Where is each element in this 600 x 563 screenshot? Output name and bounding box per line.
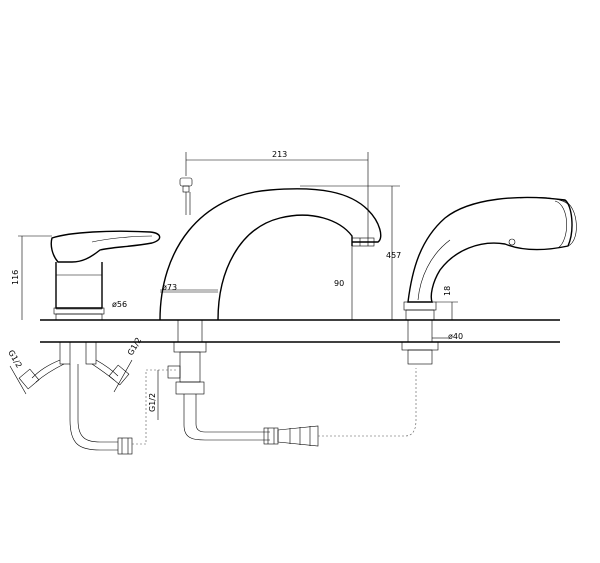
spout-height-label: 90: [334, 279, 344, 288]
spout-shank: [132, 319, 417, 447]
spout-base-diameter-label: ø73: [162, 283, 177, 292]
spout-reach-dimension: 213: [185, 150, 369, 238]
shower-socket-diameter-label: ø40: [448, 332, 463, 341]
spout-reach-label: 213: [272, 150, 287, 159]
spout-height-dimension: 90: [334, 246, 353, 320]
left-thread-label: G1/2: [6, 349, 23, 370]
diverter-thread-dimension: G1/2: [148, 370, 159, 420]
total-height-dimension: 457: [300, 185, 401, 320]
bath-spout: [159, 188, 382, 321]
diverter-knob: [179, 177, 193, 215]
shower-socket-diameter-dimension: ø40: [432, 332, 463, 341]
hand-shower: [401, 196, 577, 365]
diverter-thread-label: G1/2: [148, 393, 157, 412]
spout-base-dimension: ø73: [160, 283, 218, 293]
shower-socket-height-label: 18: [443, 286, 452, 296]
shower-socket-height-dimension: 18: [436, 286, 458, 320]
total-height-label: 457: [386, 251, 401, 260]
handle-height-label: 116: [11, 270, 20, 285]
single-lever-mixer: [50, 230, 161, 365]
deck-surface: [40, 319, 560, 343]
right-thread-label: G1/2: [126, 336, 143, 357]
handle-height-dimension: 116: [11, 235, 52, 320]
mixer-base-diameter-label: ø56: [112, 300, 127, 309]
mixer-base-dimension: ø56: [56, 300, 127, 310]
left-inlet-hoses: G1/2 G1/2: [6, 336, 143, 455]
